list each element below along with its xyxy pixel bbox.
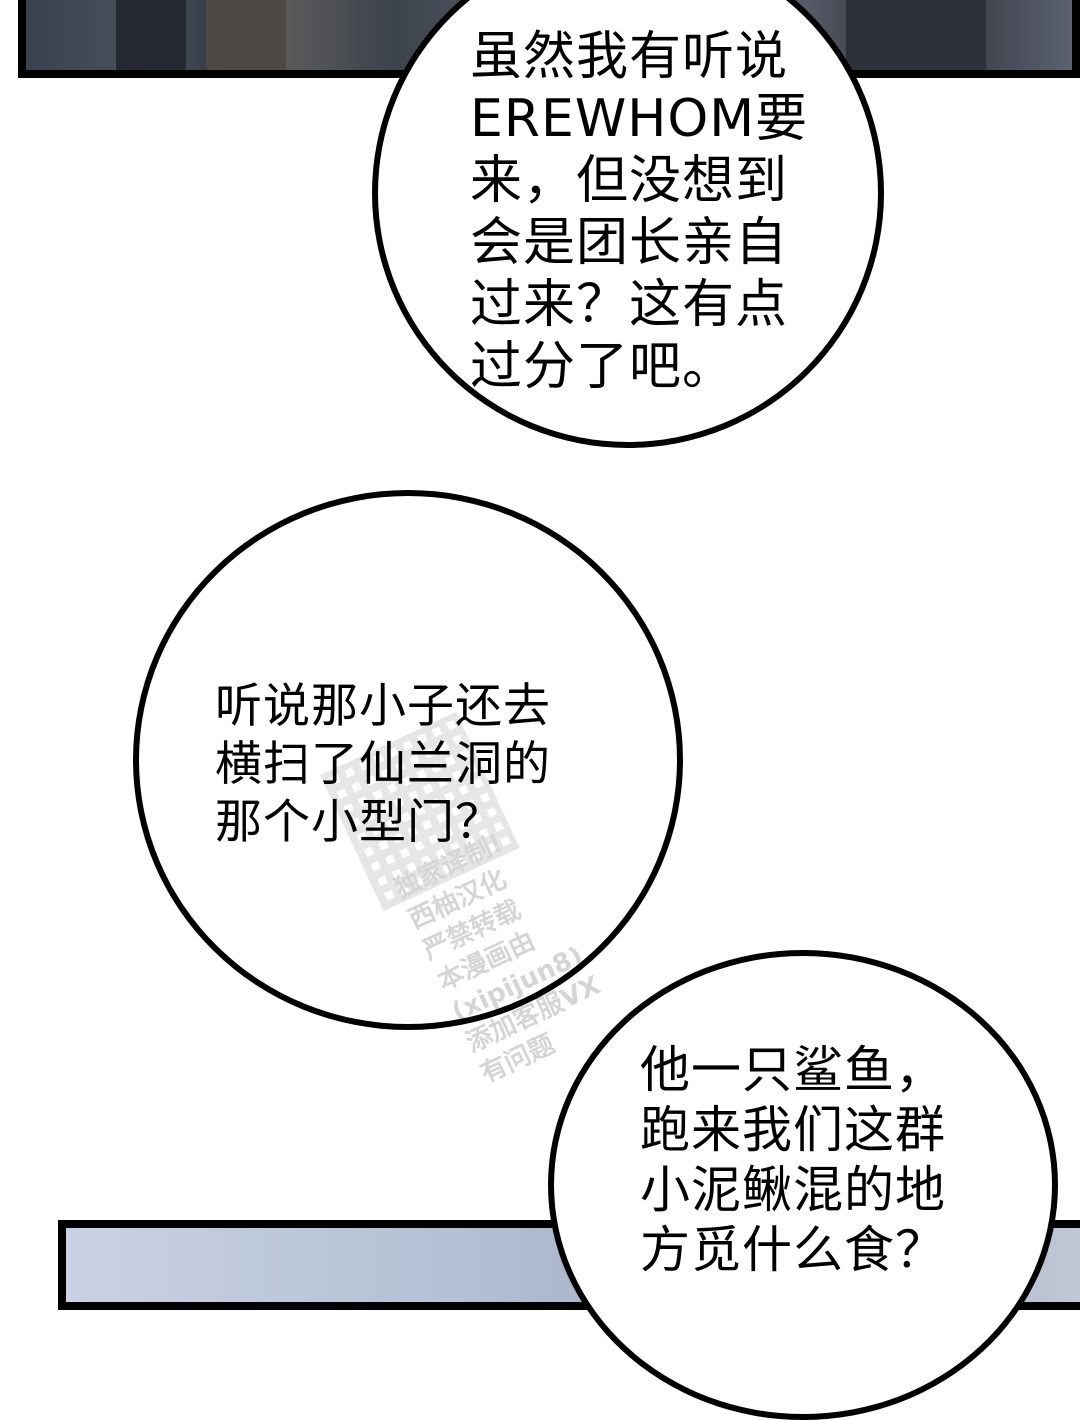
dialogue-line: 过分了吧。: [470, 337, 736, 397]
figure-silhouette: [846, 0, 986, 70]
dialogue-line: 过来？这有点: [470, 275, 789, 335]
speech-bubble-2-text: 听说那小子还去 横扫了仙兰洞的 那个小型门？: [215, 678, 551, 852]
dialogue-line: 他一只鲨鱼，: [640, 1041, 946, 1099]
speech-bubble-1-text: 虽然我有听说 EREWHOM要 来，但没想到 会是团长亲自 过来？这有点 过分了…: [470, 26, 808, 398]
dialogue-line: 方觅什么食？: [640, 1221, 946, 1279]
dialogue-line: 跑来我们这群: [640, 1101, 946, 1159]
dialogue-line: 会是团长亲自: [470, 213, 789, 273]
dialogue-line: 小泥鳅混的地: [640, 1161, 946, 1219]
speech-bubble-3-text: 他一只鲨鱼， 跑来我们这群 小泥鳅混的地 方觅什么食？: [640, 1040, 946, 1280]
dialogue-line: 横扫了仙兰洞的: [215, 737, 551, 792]
dialogue-line: 听说那小子还去: [215, 679, 551, 734]
figure-silhouette: [206, 0, 286, 70]
dialogue-line: 虽然我有听说: [470, 27, 789, 87]
dialogue-line: 那个小型门？: [215, 795, 503, 850]
speech-bubble-2: [133, 490, 683, 1030]
speech-bubble-1: [372, 0, 884, 448]
dialogue-line: EREWHOM要: [470, 89, 809, 149]
figure-silhouette: [116, 0, 186, 70]
dialogue-line: 来，但没想到: [470, 151, 789, 211]
